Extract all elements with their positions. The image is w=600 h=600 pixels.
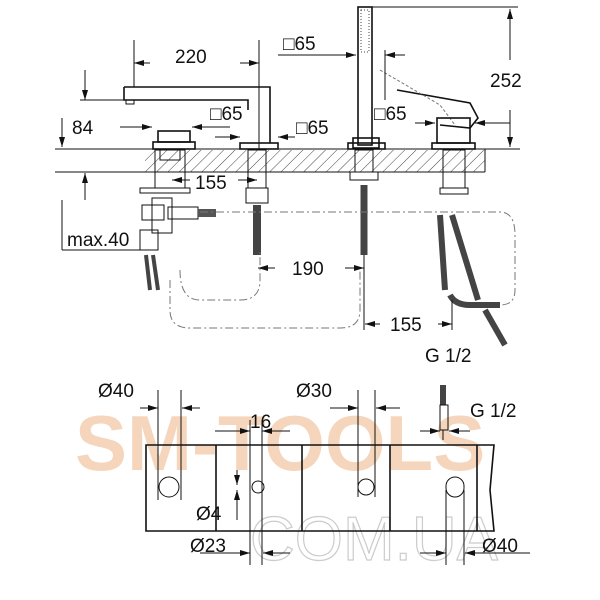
mixer-lever — [379, 69, 508, 347]
watermark-text: SM-TOOLS — [75, 399, 485, 487]
dim-spout-base-square: □65 — [296, 118, 329, 139]
dim-spout-height: 84 — [72, 118, 94, 139]
dim-hole-middle: Ø30 — [296, 381, 332, 402]
dim-hole-spout: Ø23 — [190, 536, 226, 557]
dim-middle-spacing: 190 — [292, 259, 324, 280]
watermark-domain: COM.UA — [250, 505, 499, 574]
dim-thread: G 1/2 — [470, 401, 516, 422]
dim-spout-projection: 220 — [175, 47, 207, 68]
dim-offset: 16 — [250, 412, 271, 433]
dim-hole-left: Ø40 — [98, 381, 134, 402]
dim-overall-height: 252 — [490, 71, 522, 92]
deck-section — [55, 148, 520, 173]
dim-hose-thread: G 1/2 — [425, 346, 471, 367]
dim-deck-thickness: max.40 — [67, 230, 129, 251]
dim-mixer-square: □65 — [374, 104, 407, 125]
hole-layout — [140, 385, 530, 565]
left-valve — [139, 130, 216, 291]
hand-shower — [347, 6, 386, 255]
dim-handshower-square: □65 — [283, 34, 316, 55]
dim-spout-square: □65 — [210, 104, 243, 125]
dim-hole-right: Ø40 — [482, 536, 518, 557]
dim-right-spacing: 155 — [390, 315, 422, 336]
dim-small-hole: Ø4 — [196, 504, 222, 525]
dim-left-spacing: 155 — [195, 173, 227, 194]
dimension-lines — [59, 6, 518, 330]
